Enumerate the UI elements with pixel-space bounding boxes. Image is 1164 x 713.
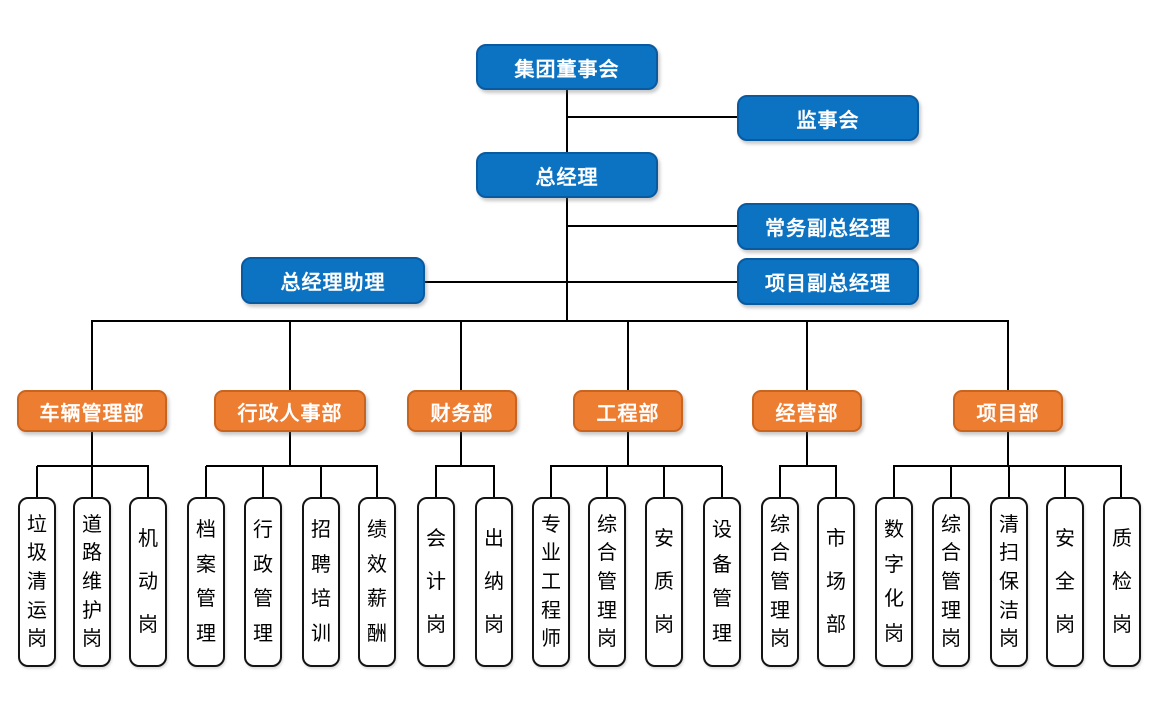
connector: [289, 432, 291, 466]
dept-project: 项目部: [953, 390, 1063, 432]
dept-finance: 财务部: [407, 390, 517, 432]
position-garbage-clearing: 垃圾清运岗: [18, 497, 56, 667]
position-digitalization: 数字化岗: [875, 497, 913, 667]
position-market: 市场部: [817, 497, 855, 667]
position-recruitment-training: 招聘培训: [302, 497, 340, 667]
dept-admin-hr: 行政人事部: [214, 390, 366, 432]
connector: [567, 225, 737, 227]
node-board-of-directors: 集团董事会: [476, 44, 658, 90]
position-accounting: 会计岗: [417, 497, 455, 667]
connector: [376, 466, 378, 497]
connector: [1008, 466, 1010, 497]
connector: [627, 321, 629, 390]
connector: [550, 466, 552, 497]
node-supervisory-board: 监事会: [737, 95, 919, 141]
connector: [606, 466, 608, 497]
dept-operations: 经营部: [752, 390, 862, 432]
position-safety-quality: 安质岗: [645, 497, 683, 667]
connector: [1007, 432, 1009, 466]
node-gm-assistant: 总经理助理: [241, 257, 425, 304]
position-cleaning: 清扫保洁岗: [990, 497, 1028, 667]
position-performance-compensation: 绩效薪酬: [358, 497, 396, 667]
connector: [950, 466, 952, 497]
node-executive-deputy-gm: 常务副总经理: [737, 203, 919, 250]
connector: [1120, 466, 1122, 497]
connector: [289, 321, 291, 390]
position-quality-inspection: 质检岗: [1103, 497, 1141, 667]
node-project-deputy-gm: 项目副总经理: [737, 258, 919, 305]
position-road-maintenance: 道路维护岗: [73, 497, 111, 667]
connector: [893, 466, 895, 497]
connector: [806, 432, 808, 466]
connector: [1007, 321, 1009, 390]
connector: [205, 466, 207, 497]
dept-vehicle-management: 车辆管理部: [17, 390, 167, 432]
position-safety: 安全岗: [1046, 497, 1084, 667]
position-professional-engineer: 专业工程师: [532, 497, 570, 667]
connector: [567, 116, 737, 118]
connector: [262, 466, 264, 497]
connector: [493, 466, 495, 497]
connector: [206, 465, 378, 467]
position-administrative-management: 行政管理: [244, 497, 282, 667]
connector: [1064, 466, 1066, 497]
connector: [435, 466, 437, 497]
connector: [91, 466, 93, 497]
connector: [320, 466, 322, 497]
connector: [91, 321, 93, 390]
connector: [721, 466, 723, 497]
position-general-management-ops: 综合管理岗: [761, 497, 799, 667]
connector: [627, 432, 629, 466]
position-equipment-management: 设备管理: [703, 497, 741, 667]
connector: [91, 320, 1009, 322]
connector: [550, 465, 722, 467]
position-cashier: 出纳岗: [475, 497, 513, 667]
position-mobile-duty: 机动岗: [129, 497, 167, 667]
connector: [36, 466, 38, 497]
connector: [435, 465, 495, 467]
connector: [91, 432, 93, 466]
connector: [425, 281, 737, 283]
connector: [37, 465, 149, 467]
node-general-manager: 总经理: [476, 152, 658, 198]
connector: [806, 321, 808, 390]
connector: [663, 466, 665, 497]
position-general-management-eng: 综合管理岗: [588, 497, 626, 667]
connector: [460, 321, 462, 390]
connector: [460, 432, 462, 466]
position-general-management-proj: 综合管理岗: [932, 497, 970, 667]
connector: [893, 465, 1122, 467]
dept-engineering: 工程部: [573, 390, 683, 432]
connector: [779, 466, 781, 497]
connector: [566, 90, 568, 152]
connector: [566, 198, 568, 322]
connector: [835, 466, 837, 497]
connector: [779, 465, 837, 467]
connector: [147, 466, 149, 497]
position-archives-management: 档案管理: [187, 497, 225, 667]
